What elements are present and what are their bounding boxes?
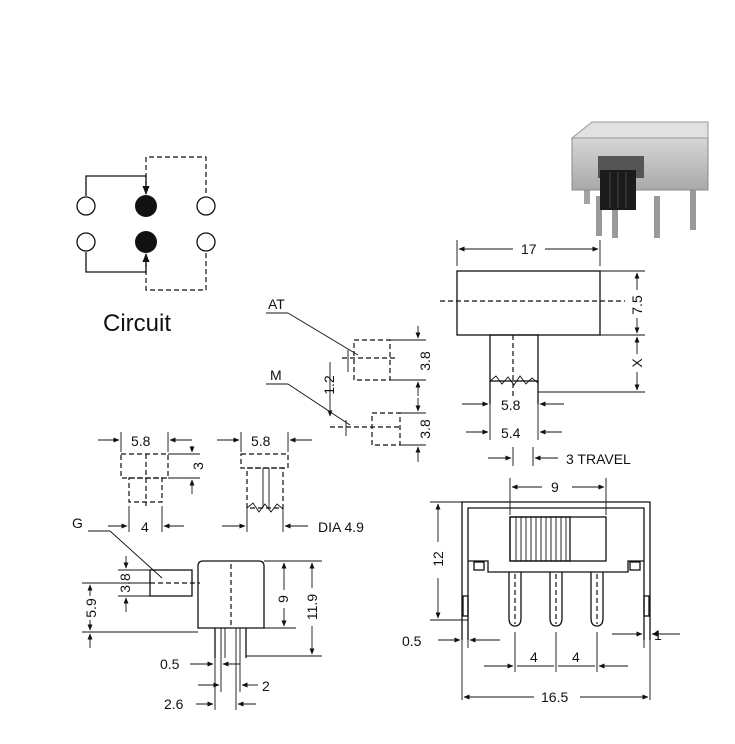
dim-12: 12: [430, 551, 446, 567]
front-view: 9 12 0.5 1 4 4 16.5: [402, 478, 680, 705]
dim-3-8-lower: 3.8: [417, 419, 433, 439]
label-dia: DIA 4.9: [318, 519, 364, 535]
dim-11-9: 11.9: [304, 594, 320, 620]
terminal-open-1: [76, 196, 96, 216]
circuit-schematic: Circuit: [76, 156, 216, 337]
dim-9-side: 9: [275, 595, 291, 603]
dim-x: X: [629, 358, 645, 368]
dim-9-front: 9: [551, 479, 559, 495]
pin-detail-center: 5.8 DIA 4.9: [217, 432, 364, 535]
terminal-common-2: [135, 231, 157, 253]
alt-path-upper: [145, 156, 207, 196]
contact-path-lower: [85, 252, 150, 273]
dim-4-front-a: 4: [530, 649, 538, 665]
circuit-caption: Circuit: [103, 310, 171, 337]
terminal-common-1: [135, 195, 157, 217]
dim-3: 3: [190, 462, 206, 470]
alt-path-lower: [145, 252, 207, 291]
label-m: M: [270, 367, 282, 383]
actuator-outline: [489, 334, 539, 382]
dim-4-left: 4: [141, 519, 149, 535]
label-g: G: [72, 515, 83, 531]
dim-3-8-upper: 3.8: [417, 351, 433, 371]
dim-17: 17: [521, 241, 537, 257]
side-view: G 3.8 5.9 9 11.9 0.5: [72, 515, 322, 712]
dim-5-8-top: 5.8: [501, 397, 521, 413]
dim-5-8-center: 5.8: [251, 433, 271, 449]
terminal-open-3: [76, 232, 96, 252]
dim-7-5: 7.5: [629, 295, 645, 315]
slide-switch-photo-icon: [570, 121, 709, 238]
terminal-open-4: [196, 232, 216, 252]
housing-outline: [456, 270, 601, 336]
label-travel: 3 TRAVEL: [566, 451, 631, 467]
dim-1-2: 1.2: [321, 375, 337, 395]
dim-16-5: 16.5: [541, 689, 568, 705]
dim-1: 1: [654, 627, 662, 643]
dim-5-8-left: 5.8: [131, 433, 151, 449]
dim-5-4: 5.4: [501, 425, 521, 441]
dim-0-5-side: 0.5: [160, 656, 180, 672]
dim-5-9: 5.9: [83, 598, 99, 618]
actuator-detail: AT M 1.2 3.8 3.8: [266, 296, 433, 462]
slider-knob: [509, 516, 571, 562]
contact-path-upper: [85, 175, 150, 196]
terminal-open-2: [196, 196, 216, 216]
label-at: AT: [268, 296, 285, 312]
pin-detail-left: 5.8 3 4: [98, 432, 206, 535]
dim-2: 2: [262, 678, 270, 694]
top-view: 17 7.5 X 5.8 5.4 3 TRAVEL: [440, 240, 645, 467]
front-frame-outline: [461, 501, 651, 640]
dim-0-5-front: 0.5: [402, 633, 422, 649]
body-side-outline: [197, 560, 265, 629]
dim-4-front-b: 4: [572, 649, 580, 665]
dim-2-6: 2.6: [164, 696, 184, 712]
